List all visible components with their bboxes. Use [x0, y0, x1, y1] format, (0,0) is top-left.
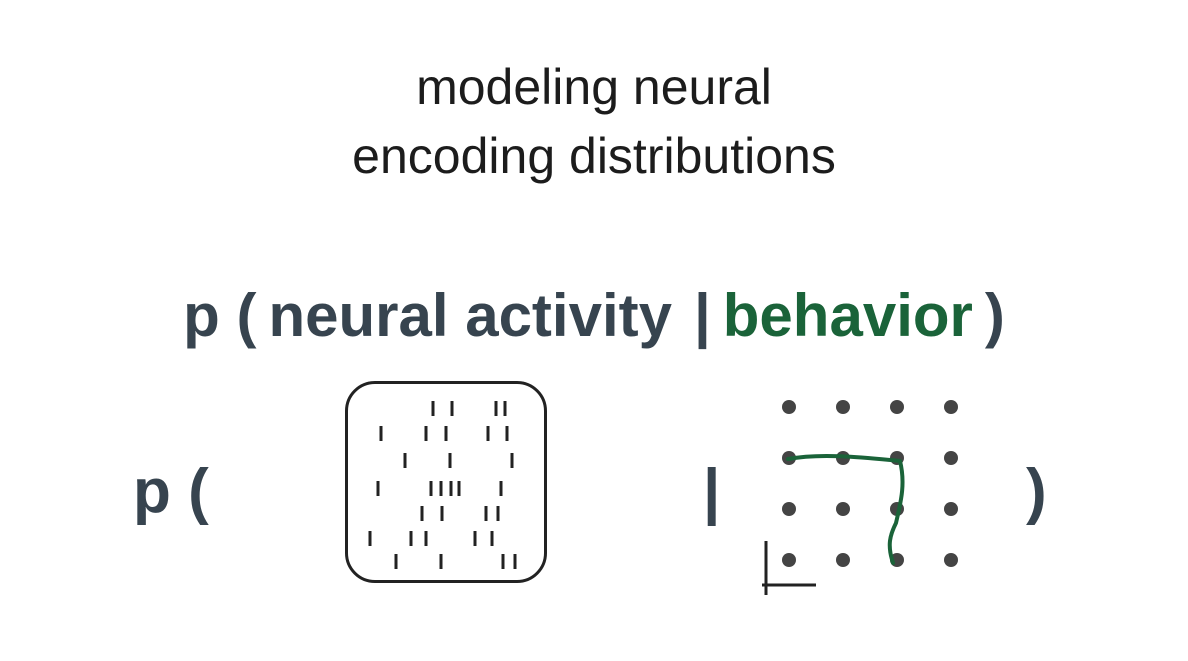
- grid-dot: [782, 553, 796, 567]
- title-line-1: modeling neural: [416, 59, 772, 115]
- spike-raster-box: [345, 381, 547, 583]
- grid-dot: [944, 502, 958, 516]
- visual-close: ): [1026, 457, 1047, 526]
- grid-dot: [836, 553, 850, 567]
- grid-dot: [782, 502, 796, 516]
- equation-bar: |: [693, 282, 711, 349]
- spike-raster-icon: [368, 401, 517, 569]
- trajectory-path: [786, 453, 905, 565]
- equation-text: p (neural activity|behavior): [0, 286, 1188, 346]
- equation-neural-activity: neural activity: [268, 282, 672, 349]
- grid-dot: [890, 400, 904, 414]
- grid-dot: [836, 502, 850, 516]
- equation-behavior: behavior: [722, 282, 973, 349]
- axes-icon: [762, 541, 816, 595]
- visual-p-open: p (: [133, 457, 209, 526]
- grid-dot: [782, 400, 796, 414]
- equation-close: ): [984, 282, 1005, 349]
- visual-bar: |: [703, 457, 721, 526]
- grid-dot: [944, 400, 958, 414]
- grid-dot: [944, 451, 958, 465]
- grid-dot: [944, 553, 958, 567]
- title-line-2: encoding distributions: [352, 128, 836, 184]
- dot-grid-trajectory-icon: [762, 400, 958, 595]
- grid-dots: [782, 400, 958, 567]
- equation-p-open: p (: [183, 282, 257, 349]
- grid-dot: [836, 400, 850, 414]
